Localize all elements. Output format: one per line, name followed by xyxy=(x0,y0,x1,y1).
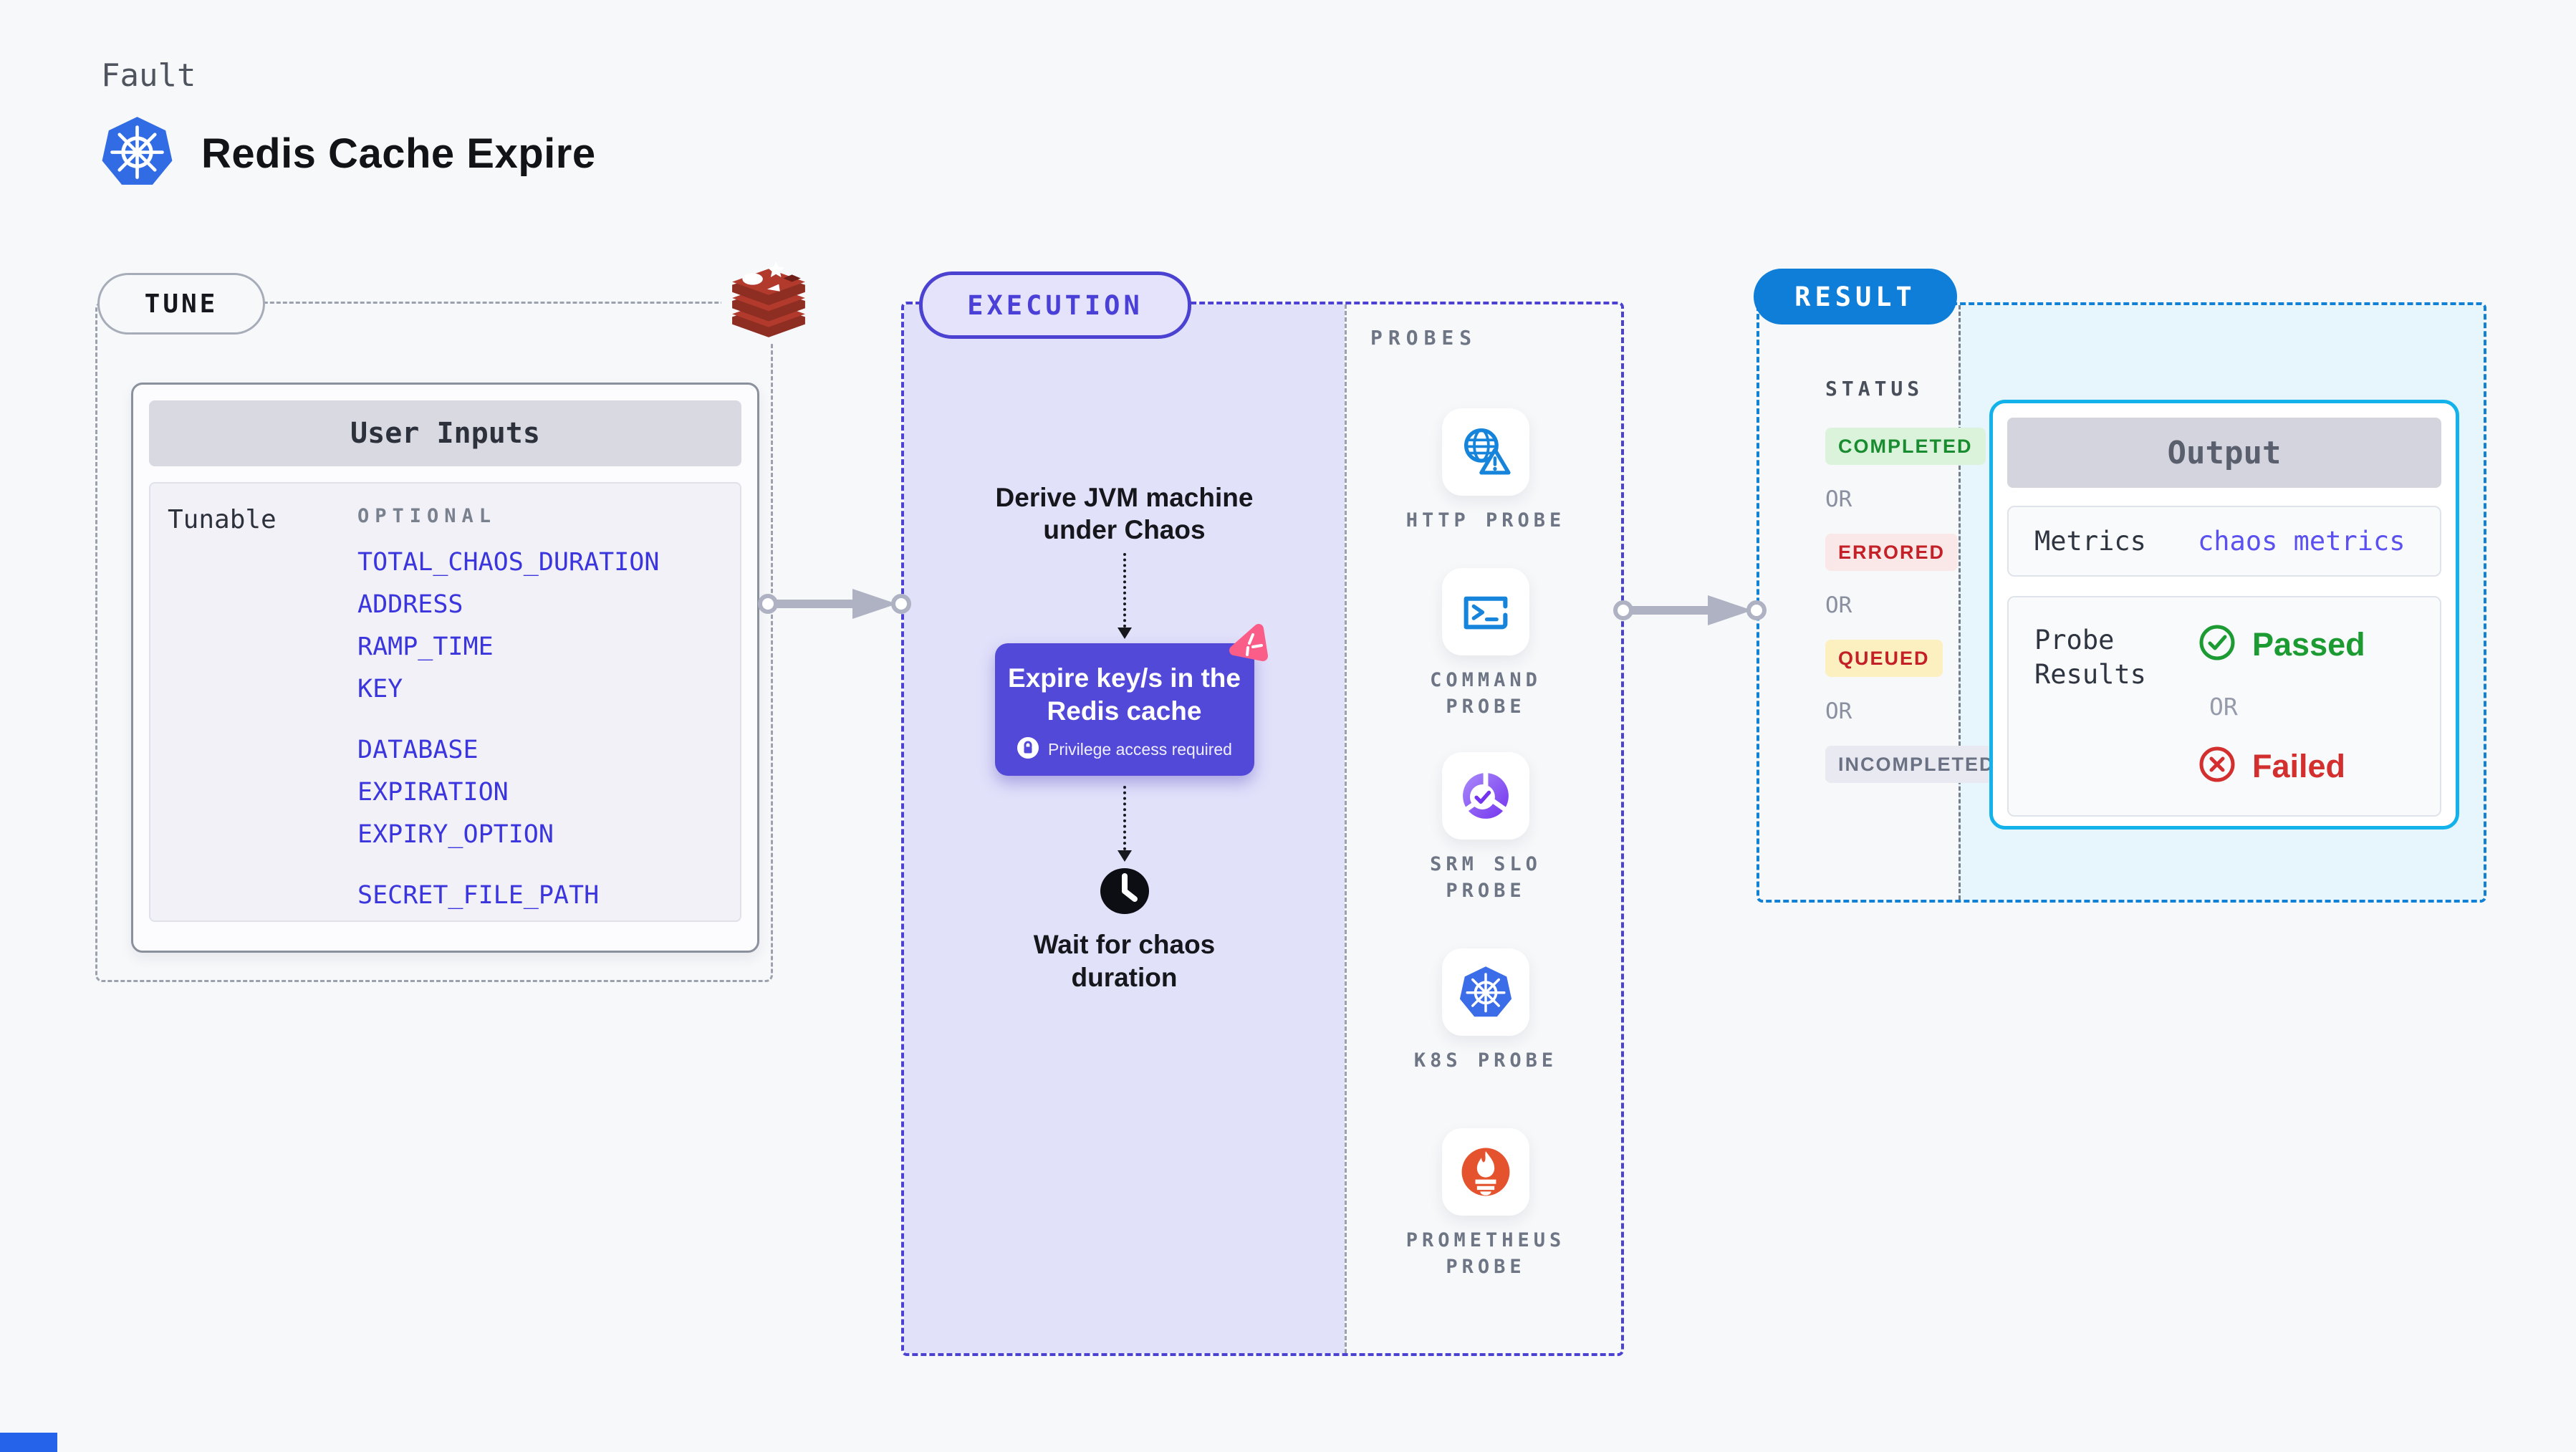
probe-item-k8s: K8S PROBE xyxy=(1345,948,1621,1074)
derive-step-text: Derive JVM machine under Chaos xyxy=(995,483,1254,544)
command-probe-icon xyxy=(1442,568,1529,655)
status-divider xyxy=(1959,305,1961,900)
probe-label: K8S PROBE xyxy=(1413,1049,1558,1072)
probe-item-http: HTTP PROBE xyxy=(1345,408,1621,534)
or-separator: OR xyxy=(1825,486,1852,512)
privilege-row: Privilege access required xyxy=(1008,736,1241,763)
lock-icon xyxy=(1017,736,1039,763)
status-title: STATUS xyxy=(1825,377,1924,400)
fault-kicker: Fault xyxy=(101,57,196,94)
flow-connector xyxy=(1123,786,1126,850)
tune-section-box xyxy=(95,302,773,982)
probe-item-prometheus: PROMETHEUS PROBE xyxy=(1345,1128,1621,1280)
result-section-label: RESULT xyxy=(1754,269,1957,324)
execution-flow: Derive JVM machine under Chaos Expire ke… xyxy=(904,304,1345,1353)
parameter-expiry-option[interactable]: EXPIRY_OPTION xyxy=(357,820,554,849)
output-title: Output xyxy=(2007,418,2441,488)
result-section-box: STATUS COMPLETED OR ERRORED OR QUEUED OR… xyxy=(1756,302,2486,903)
status-badge-errored: ERRORED xyxy=(1825,534,1959,571)
tune-to-execution-arrow xyxy=(758,589,911,619)
status-badge-queued: QUEUED xyxy=(1825,640,1943,677)
srm-slo-probe-icon xyxy=(1442,752,1529,840)
user-inputs-title: User Inputs xyxy=(149,400,741,466)
execution-to-result-arrow xyxy=(1613,595,1767,625)
parameter-secret-file-path[interactable]: SECRET_FILE_PATH xyxy=(357,881,600,910)
status-badge-completed: COMPLETED xyxy=(1825,428,1986,465)
or-separator: OR xyxy=(1825,698,1852,724)
or-separator: OR xyxy=(2209,693,2238,721)
passed-text: Passed xyxy=(2252,625,2365,663)
user-inputs-body: Tunable OPTIONAL TOTAL_CHAOS_DURATION AD… xyxy=(149,482,741,922)
k8s-probe-icon xyxy=(1442,948,1529,1036)
tunable-label: Tunable xyxy=(168,505,277,534)
user-inputs-card: User Inputs Tunable OPTIONAL TOTAL_CHAOS… xyxy=(131,383,759,953)
flow-arrowhead xyxy=(1117,628,1132,639)
probe-results-values: Passed OR Failed xyxy=(2198,623,2365,789)
probe-label: SRM SLO PROBE xyxy=(1430,853,1542,902)
chaos-action-card[interactable]: Expire key/s in the Redis cache Privileg… xyxy=(994,624,1268,776)
bottom-left-artifact xyxy=(0,1433,57,1452)
tune-section-label: TUNE xyxy=(97,273,265,335)
probe-results-row: Probe Results Passed OR xyxy=(2007,596,2441,817)
page-title: Redis Cache Expire xyxy=(201,130,596,177)
probe-item-srm-slo: SRM SLO PROBE xyxy=(1345,752,1621,904)
failed-text: Failed xyxy=(2252,747,2346,784)
probe-label: COMMAND PROBE xyxy=(1430,669,1542,718)
metrics-value-link[interactable]: chaos metrics xyxy=(2198,526,2406,557)
parameter-group: DATABASE EXPIRATION EXPIRY_OPTION xyxy=(357,729,740,856)
execution-section-label: EXECUTION xyxy=(919,271,1191,339)
prometheus-probe-icon xyxy=(1442,1128,1529,1216)
flow-arrowhead xyxy=(1117,850,1132,862)
flow-connector xyxy=(1123,553,1126,628)
http-probe-icon xyxy=(1442,408,1529,496)
kubernetes-icon xyxy=(100,115,174,192)
metrics-row: Metrics chaos metrics xyxy=(2007,506,2441,577)
parameter-address[interactable]: ADDRESS xyxy=(357,590,463,619)
parameter-total-chaos-duration[interactable]: TOTAL_CHAOS_DURATION xyxy=(357,548,660,577)
failed-row: Failed xyxy=(2198,745,2365,787)
probe-item-command: COMMAND PROBE xyxy=(1345,568,1621,720)
passed-check-icon xyxy=(2198,623,2236,665)
parameter-key[interactable]: KEY xyxy=(357,675,403,703)
probe-results-label: Probe Results xyxy=(2034,625,2146,690)
status-badge-incompleted: INCOMPLETED xyxy=(1825,746,2008,783)
execution-section-box: Derive JVM machine under Chaos Expire ke… xyxy=(901,302,1624,1356)
clock-icon xyxy=(1098,865,1151,921)
probes-divider xyxy=(1345,304,1347,1353)
probe-label: PROMETHEUS PROBE xyxy=(1405,1229,1566,1278)
status-panel: STATUS COMPLETED OR ERRORED OR QUEUED OR… xyxy=(1759,305,2008,783)
parameter-group: TOTAL_CHAOS_DURATION ADDRESS RAMP_TIME K… xyxy=(357,542,740,711)
parameter-database[interactable]: DATABASE xyxy=(357,736,479,764)
parameter-expiration[interactable]: EXPIRATION xyxy=(357,778,509,807)
passed-row: Passed xyxy=(2198,623,2365,665)
chaos-action-text: Expire key/s in the Redis cache xyxy=(1008,663,1241,726)
probes-panel: PROBES xyxy=(1345,304,1621,1353)
chaos-logo-icon xyxy=(1226,623,1272,670)
or-separator: OR xyxy=(1825,592,1852,618)
parameters-column: OPTIONAL TOTAL_CHAOS_DURATION ADDRESS RA… xyxy=(357,505,740,920)
metrics-label: Metrics xyxy=(2034,525,2146,557)
wait-step-text: Wait for chaos duration xyxy=(1033,930,1216,992)
probe-label: HTTP PROBE xyxy=(1405,509,1566,532)
optional-header: OPTIONAL xyxy=(357,505,497,527)
redis-icon xyxy=(721,258,816,342)
title-row: Redis Cache Expire xyxy=(100,115,596,192)
output-card: Output Metrics chaos metrics Probe Resul… xyxy=(1989,400,2459,830)
parameter-group: SECRET_FILE_PATH xyxy=(357,875,740,917)
parameter-ramp-time[interactable]: RAMP_TIME xyxy=(357,633,494,661)
probes-title: PROBES xyxy=(1370,326,1478,350)
privilege-text: Privilege access required xyxy=(1048,740,1232,759)
failed-x-icon xyxy=(2198,745,2236,787)
